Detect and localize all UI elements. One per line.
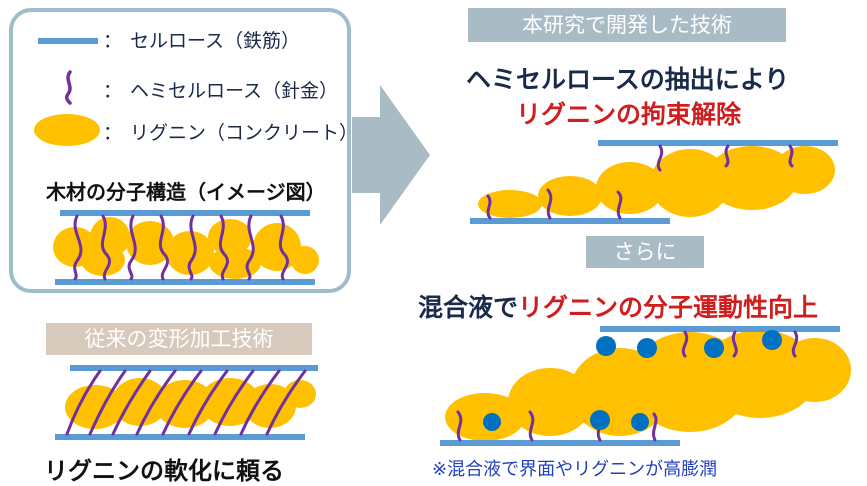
research-line1: ヘミセルロースの抽出により bbox=[466, 65, 790, 94]
research-banner: 本研究で開発した技術 bbox=[468, 8, 786, 42]
conventional-diagram bbox=[55, 365, 318, 440]
legend-sep: ： bbox=[103, 122, 123, 144]
legend-label-cellulose: セルロース（鉄筋） bbox=[130, 30, 301, 52]
research-line2: リグニンの拘束解除 bbox=[516, 100, 742, 129]
legend-label-lignin: リグニン（コンクリート） bbox=[130, 122, 359, 144]
further-headline: 混合液でリグニンの分子運動性向上 bbox=[418, 288, 818, 324]
wood-structure-caption: 木材の分子構造（イメージ図） bbox=[46, 180, 326, 204]
wood-structure-diagram bbox=[53, 210, 319, 285]
lignin-blob-icon bbox=[34, 114, 100, 146]
legend-sep: ： bbox=[103, 30, 123, 52]
further-banner: さらに bbox=[586, 236, 704, 268]
further-prefix: 混合液で bbox=[418, 293, 519, 322]
cellulose-bar-icon bbox=[38, 38, 98, 44]
legend-label-hemicellulose: ヘミセルロース（針金） bbox=[130, 80, 339, 102]
hemicellulose-wire-icon bbox=[65, 70, 72, 105]
conventional-banner: 従来の変形加工技術 bbox=[46, 323, 312, 355]
further-red-text: リグニンの分子運動性向上 bbox=[518, 293, 819, 322]
conventional-caption: リグニンの軟化に頼る bbox=[44, 457, 284, 485]
further-note: ※混合液で界面やリグニンが高膨潤 bbox=[432, 459, 718, 480]
research-diagram bbox=[470, 140, 838, 224]
legend-sep: ： bbox=[103, 80, 123, 102]
further-diagram bbox=[440, 326, 851, 446]
right-arrow-icon bbox=[352, 85, 430, 225]
